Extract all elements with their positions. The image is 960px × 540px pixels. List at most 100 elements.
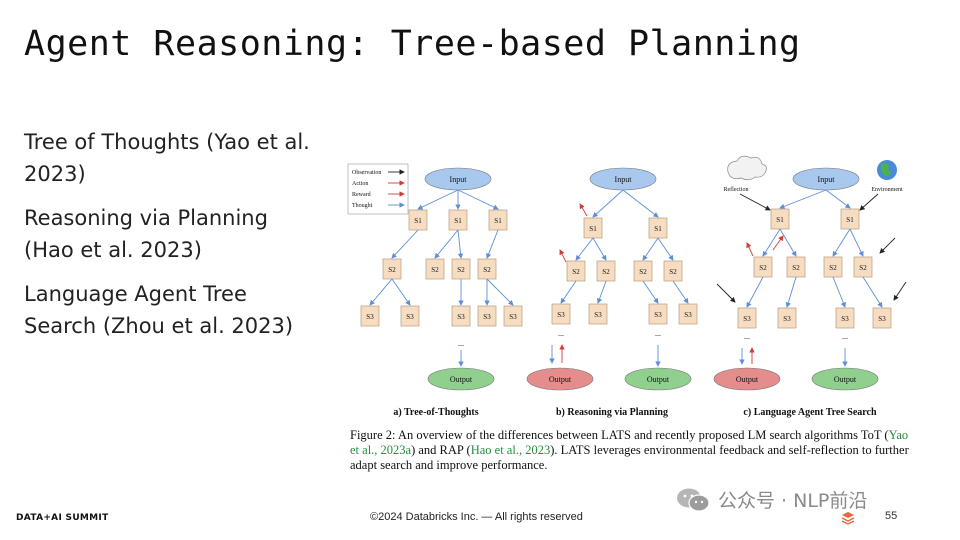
c-ellipsis-1: ... bbox=[744, 332, 750, 341]
b-s3-1-label: S3 bbox=[594, 311, 602, 319]
c-s3-2-label: S3 bbox=[841, 315, 849, 323]
b-s2-1-label: S2 bbox=[602, 268, 610, 276]
c-obs-4 bbox=[716, 283, 736, 303]
c-edge-l2-1 bbox=[779, 228, 797, 257]
b-s2-3-label: S2 bbox=[669, 268, 677, 276]
a-ellipsis: ... bbox=[458, 339, 464, 348]
a-edge-l3-1 bbox=[391, 278, 411, 306]
b-edge-l2-3 bbox=[657, 237, 674, 261]
c-output-red-label: Output bbox=[736, 375, 759, 384]
legend-label-3: Thought bbox=[352, 203, 373, 209]
legend-label-0: Observation bbox=[352, 170, 381, 176]
a-s3-1-label: S3 bbox=[406, 313, 414, 321]
caption-link-tot[interactable]: Yao et al., 2023a bbox=[350, 428, 909, 457]
a-edge-l2-2 bbox=[457, 229, 464, 259]
b-edge-l3-2 bbox=[642, 280, 659, 304]
a-edge-l2-1 bbox=[434, 229, 459, 259]
c-reflection-label: Reflection bbox=[724, 186, 749, 193]
c-s3-3-label: S3 bbox=[878, 315, 886, 323]
a-s1-2-label: S1 bbox=[494, 217, 502, 225]
b-input-node-label: Input bbox=[615, 175, 633, 184]
slide-title: Agent Reasoning: Tree-based Planning bbox=[24, 24, 801, 64]
c-ellipsis-2: ... bbox=[842, 332, 848, 341]
c-obs-1 bbox=[739, 193, 771, 211]
wechat-watermark: 公众号 · NLP前沿 bbox=[676, 486, 867, 513]
a-s3-2 bbox=[451, 305, 471, 327]
c-edge-l3-3 bbox=[862, 276, 883, 308]
b-output-red-label: Output bbox=[549, 375, 572, 384]
b-output-red bbox=[526, 367, 594, 391]
c-s3-1 bbox=[777, 307, 797, 329]
a-edge-l3-4 bbox=[486, 278, 514, 306]
b-s2-0-label: S2 bbox=[572, 268, 580, 276]
c-s1-0-label: S1 bbox=[776, 216, 784, 224]
b-s3-3-label: S3 bbox=[684, 311, 692, 319]
c-s2-0-label: S2 bbox=[759, 264, 767, 272]
figure-caption: Figure 2: An overview of the differences… bbox=[350, 428, 909, 472]
c-edge-l3-2 bbox=[832, 276, 846, 308]
b-reward-1 bbox=[579, 203, 588, 217]
c-s1-1-label: S1 bbox=[846, 216, 854, 224]
b-s1-1-label: S1 bbox=[654, 225, 662, 233]
c-panel-label: c) Language Agent Tree Search bbox=[743, 407, 877, 418]
b-edge-in-1 bbox=[622, 189, 659, 218]
a-s3-3 bbox=[477, 305, 497, 327]
a-s3-0-label: S3 bbox=[366, 313, 374, 321]
c-s3-3 bbox=[872, 307, 892, 329]
a-edge-l2-3 bbox=[486, 229, 499, 259]
b-edge-l2-0 bbox=[575, 237, 594, 261]
a-edge-in-2 bbox=[457, 189, 499, 210]
b-output-green bbox=[624, 367, 692, 391]
c-reward-1 bbox=[746, 242, 754, 257]
b-s3-0 bbox=[551, 303, 571, 325]
c-edge-l3-1 bbox=[785, 276, 797, 308]
legend-label-1: Action bbox=[352, 181, 368, 187]
c-s3-0 bbox=[737, 307, 757, 329]
c-edge-l2-2 bbox=[832, 228, 851, 257]
a-s3-4-label: S3 bbox=[509, 313, 517, 321]
b-edge-l3-0 bbox=[560, 280, 577, 304]
footer-copyright: ©2024 Databricks Inc. — All rights reser… bbox=[370, 511, 583, 523]
a-edge-l2-0 bbox=[391, 229, 419, 259]
a-panel-label: a) Tree-of-Thoughts bbox=[393, 407, 478, 418]
c-obs-5 bbox=[893, 281, 907, 301]
b-ellipsis-1: ... bbox=[558, 329, 564, 338]
footer-brand-logo: DATA+AI SUMMIT bbox=[16, 513, 109, 523]
a-s3-3-label: S3 bbox=[483, 313, 491, 321]
c-output-green-label: Output bbox=[834, 375, 857, 384]
a-s3-4 bbox=[503, 305, 523, 327]
c-obs-2 bbox=[859, 193, 879, 211]
bullet-list: Tree of Thoughts (Yao et al. 2023) Reaso… bbox=[24, 126, 324, 354]
wechat-icon bbox=[676, 487, 710, 513]
b-ellipsis-2: ... bbox=[655, 329, 661, 338]
a-s1-1-label: S1 bbox=[454, 217, 462, 225]
c-output-green bbox=[811, 367, 879, 391]
a-s3-1 bbox=[400, 305, 420, 327]
b-output-green-label: Output bbox=[647, 375, 670, 384]
b-edge-l2-1 bbox=[592, 237, 607, 261]
a-s2-2-label: S2 bbox=[457, 266, 465, 274]
c-output-red bbox=[713, 367, 781, 391]
environment-globe-land bbox=[880, 162, 891, 177]
b-edge-l3-1 bbox=[597, 280, 607, 304]
a-s2-1 bbox=[425, 258, 445, 280]
c-edge-l2-0 bbox=[762, 228, 781, 257]
watermark-text: 公众号 · NLP前沿 bbox=[718, 490, 868, 512]
b-edge-l2-2 bbox=[642, 237, 659, 261]
a-output-node-label: Output bbox=[450, 375, 473, 384]
a-s1-0-label: S1 bbox=[414, 217, 422, 225]
a-s3-2-label: S3 bbox=[457, 313, 465, 321]
b-panel-label: b) Reasoning via Planning bbox=[556, 407, 668, 418]
c-edge-in-0 bbox=[779, 189, 827, 209]
reflection-cloud-icon bbox=[727, 155, 767, 181]
c-s3-2 bbox=[835, 307, 855, 329]
caption-link-rap[interactable]: Hao et al., 2023 bbox=[470, 443, 551, 457]
a-s2-3-label: S2 bbox=[483, 266, 491, 274]
a-edge-in-0 bbox=[417, 189, 459, 210]
a-edge-l3-0 bbox=[369, 278, 393, 306]
b-s3-2-label: S3 bbox=[654, 311, 662, 319]
b-edge-in-0 bbox=[592, 189, 624, 218]
c-edge-l2-3 bbox=[849, 228, 864, 257]
b-s3-0-label: S3 bbox=[557, 311, 565, 319]
